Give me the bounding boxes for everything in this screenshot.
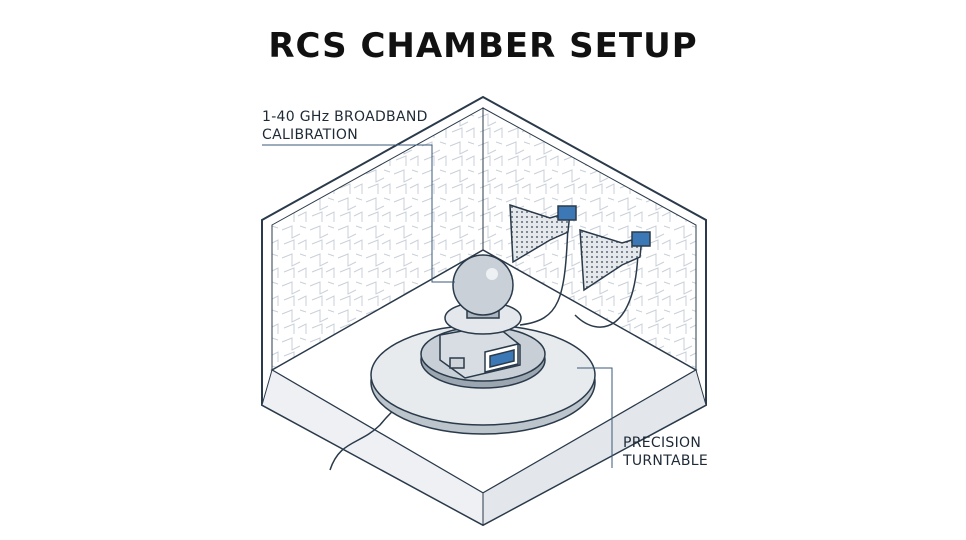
- horn-antenna-1: [509, 203, 577, 264]
- calibration-label-line1: 1-40 GHz BROADBAND: [262, 109, 428, 125]
- calibration-label-line2: CALIBRATION: [262, 127, 359, 143]
- diagram-title: RCS CHAMBER SETUP: [268, 26, 698, 66]
- leader-lines: [262, 144, 613, 468]
- turntable-label-line1: PRECISION: [623, 435, 702, 451]
- horn-antenna-2: [579, 228, 651, 292]
- turntable: [370, 324, 596, 435]
- turntable-label-line2: TURNTABLE: [623, 453, 708, 469]
- calibration-label: 1-40 GHz BROADBAND CALIBRATION: [262, 108, 428, 144]
- calibration-sphere: [444, 254, 522, 335]
- turntable-label: PRECISION TURNTABLE: [623, 434, 708, 470]
